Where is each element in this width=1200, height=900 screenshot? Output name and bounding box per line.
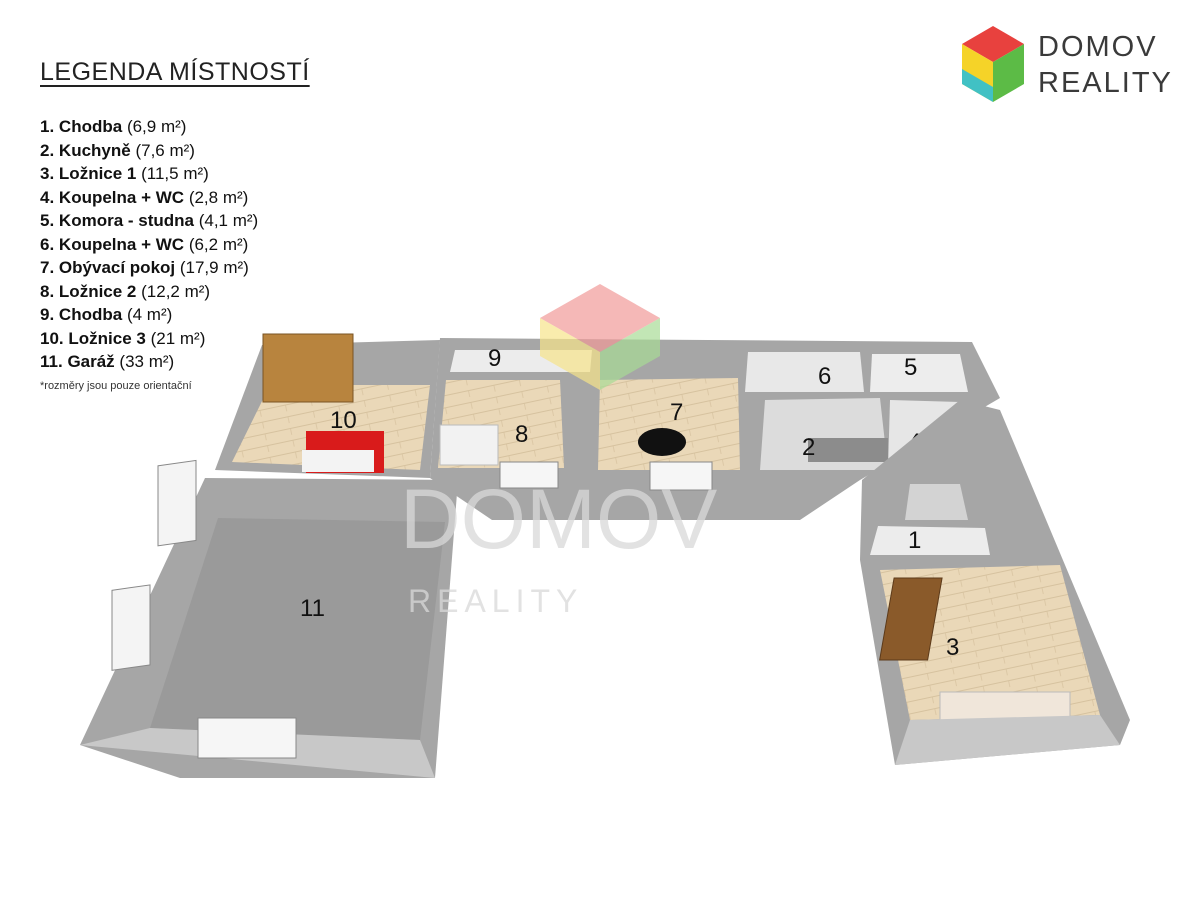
round-table bbox=[638, 428, 686, 456]
legend-item: 2. Kuchyně (7,6 m²) bbox=[40, 139, 370, 163]
legend-item: 3. Ložnice 1 (11,5 m²) bbox=[40, 162, 370, 186]
cube-bottom-face bbox=[962, 69, 993, 102]
legend-title: LEGENDA MÍSTNOSTÍ bbox=[40, 58, 310, 86]
room-bedroom-3: 10 bbox=[215, 333, 440, 478]
legend-item-area: (4,1 m²) bbox=[198, 211, 259, 230]
bed-bedroom-1 bbox=[939, 691, 1071, 721]
room-label-11: 11 bbox=[300, 595, 325, 622]
wardrobe bbox=[262, 333, 354, 403]
legend-item-name: Garáž bbox=[67, 352, 115, 371]
cube-right-face bbox=[993, 44, 1024, 102]
legend-item-name: Obývací pokoj bbox=[58, 258, 176, 277]
living-room-window bbox=[649, 461, 713, 491]
legend-item-name: Ložnice 3 bbox=[68, 328, 146, 348]
room-legend: LEGENDA MÍSTNOSTÍ 1. Chodba (6,9 m²) 2. … bbox=[40, 58, 370, 392]
cube-logo-icon bbox=[962, 26, 1024, 102]
chest-of-drawers bbox=[879, 577, 943, 661]
watermark-line-1: DOMOV bbox=[400, 472, 717, 566]
legend-item-name: Ložnice 1 bbox=[58, 164, 137, 183]
legend-item-area: (17,9 m²) bbox=[179, 258, 249, 277]
garage-floor bbox=[150, 518, 445, 740]
legend-item-number: 2. bbox=[40, 140, 55, 160]
legend-item: 4. Koupelna + WC (2,8 m²) bbox=[40, 186, 370, 210]
legend-item: 5. Komora - studna (4,1 m²) bbox=[40, 209, 370, 233]
brand-line-1: DOMOV bbox=[1038, 31, 1158, 63]
legend-item-name: Chodba bbox=[58, 305, 123, 324]
watermark-cube-left bbox=[540, 318, 600, 390]
garage-window-front bbox=[197, 717, 297, 759]
brand-logo: DOMOV REALITY bbox=[958, 24, 1178, 104]
legend-item-number: 3. bbox=[40, 164, 55, 183]
legend-item-area: (4 m²) bbox=[126, 305, 173, 324]
room-label-8: 8 bbox=[515, 421, 528, 448]
room-garage: 11 bbox=[80, 459, 458, 778]
bed-sheet bbox=[302, 450, 374, 472]
room-label-1: 1 bbox=[908, 527, 921, 554]
room-label-2: 2 bbox=[802, 434, 815, 461]
room-kitchen: 2 bbox=[760, 398, 888, 470]
legend-item-name: Ložnice 2 bbox=[58, 281, 137, 301]
legend-item: 1. Chodba (6,9 m²) bbox=[40, 115, 370, 139]
right-wing: 1 3 bbox=[860, 400, 1130, 765]
legend-item-number: 6. bbox=[40, 234, 55, 254]
room-label-3: 3 bbox=[946, 634, 959, 661]
room-label-5: 5 bbox=[904, 354, 917, 381]
bed-bedroom-2 bbox=[439, 424, 499, 466]
room-label-9: 9 bbox=[488, 345, 501, 372]
legend-item-area: (2,8 m²) bbox=[188, 187, 249, 207]
legend-item-name: Koupelna + WC bbox=[58, 187, 185, 207]
legend-item-number: 11. bbox=[40, 352, 63, 371]
legend-item-area: (6,9 m²) bbox=[126, 117, 187, 136]
legend-item: 6. Koupelna + WC (6,2 m²) bbox=[40, 233, 370, 257]
watermark-line-2: REALITY bbox=[408, 583, 583, 619]
store-5-floor bbox=[870, 354, 968, 392]
legend-item-area: (6,2 m²) bbox=[188, 234, 249, 254]
legend-item-name: Komora - studna bbox=[58, 211, 194, 230]
right-wing-front-wall bbox=[895, 715, 1120, 765]
garage-window-left-1 bbox=[157, 459, 197, 547]
legend-item: 11. Garáž (33 m²) bbox=[40, 350, 370, 374]
legend-item-number: 8. bbox=[40, 281, 55, 301]
legend-item: 9. Chodba (4 m²) bbox=[40, 303, 370, 327]
legend-list: 1. Chodba (6,9 m²) 2. Kuchyně (7,6 m²) 3… bbox=[40, 115, 370, 374]
legend-item: 8. Ložnice 2 (12,2 m²) bbox=[40, 280, 370, 304]
legend-item-number: 10. bbox=[40, 328, 64, 348]
legend-item-number: 5. bbox=[40, 211, 55, 230]
legend-item-area: (12,2 m²) bbox=[141, 281, 211, 301]
legend-item-area: (7,6 m²) bbox=[135, 140, 195, 160]
legend-item-name: Chodba bbox=[58, 117, 123, 136]
legend-item-area: (11,5 m²) bbox=[141, 164, 209, 183]
room-label-7: 7 bbox=[670, 399, 683, 426]
legend-item: 10. Ložnice 3 (21 m²) bbox=[40, 327, 370, 351]
room-label-6: 6 bbox=[818, 363, 831, 390]
legend-note: *rozměry jsou pouze orientační bbox=[40, 379, 192, 392]
corridor-1-floor bbox=[870, 526, 990, 555]
watermark-cube-right bbox=[600, 318, 660, 390]
garage-window-left-2 bbox=[111, 584, 151, 671]
legend-item: 7. Obývací pokoj (17,9 m²) bbox=[40, 256, 370, 280]
kitchen-counter bbox=[808, 438, 888, 462]
watermark: DOMOV REALITY bbox=[400, 284, 717, 619]
legend-item-name: Koupelna + WC bbox=[58, 234, 185, 254]
corridor-1-partition bbox=[905, 484, 968, 520]
back-wing: 9 8 7 6 5 bbox=[430, 338, 1000, 520]
legend-item-area: (33 m²) bbox=[119, 352, 175, 371]
legend-item-number: 7. bbox=[40, 258, 55, 277]
legend-item-area: (21 m²) bbox=[150, 328, 206, 348]
living-room-floor bbox=[598, 378, 740, 470]
legend-item-number: 1. bbox=[40, 117, 55, 136]
legend-item-number: 4. bbox=[40, 187, 55, 207]
brand-line-2: REALITY bbox=[1038, 67, 1173, 99]
room-label-10: 10 bbox=[330, 407, 357, 434]
legend-item-name: Kuchyně bbox=[58, 140, 131, 160]
legend-item-number: 9. bbox=[40, 305, 55, 324]
bathroom-6-floor bbox=[745, 352, 864, 392]
bedroom-2-window bbox=[499, 461, 559, 489]
brand-name: DOMOV REALITY bbox=[1038, 29, 1173, 101]
